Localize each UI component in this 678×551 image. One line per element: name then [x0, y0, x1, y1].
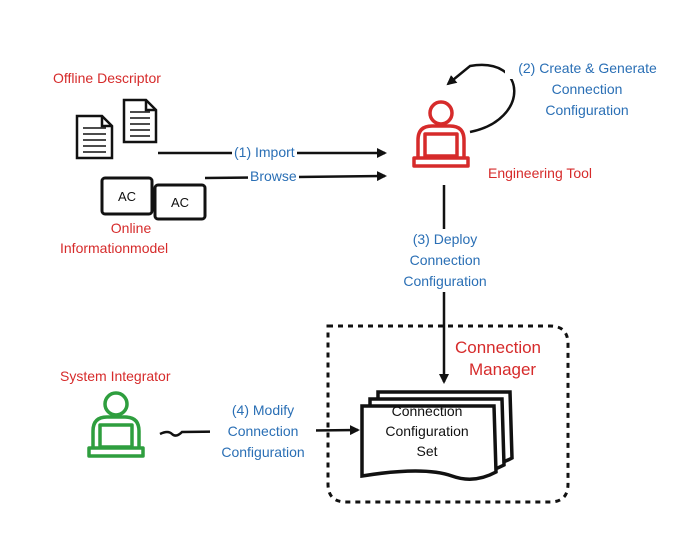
online-info-label-line2: Informationmodel	[60, 240, 169, 256]
step-deploy-label-line1: (3) Deploy	[392, 229, 498, 250]
offline-descriptor-label: Offline Descriptor	[53, 70, 161, 86]
step-create-label-line3: Configuration	[520, 100, 654, 121]
step-create-label-line2: Connection	[520, 79, 654, 100]
connection-manager-title-line2: Manager	[465, 360, 541, 380]
integrator-user-icon	[87, 391, 145, 458]
connection-manager-title-line1: Connection	[455, 338, 542, 357]
document-icon	[75, 114, 114, 160]
step-modify-label-line2: Connection	[210, 421, 316, 442]
create-loop-arrow	[446, 63, 516, 134]
ac-box-label: AC	[171, 195, 189, 210]
step-deploy-label-line3: Configuration	[392, 271, 498, 292]
config-set-shape	[360, 390, 514, 481]
step-import-label: (1) Import	[232, 142, 297, 163]
config-set-label-line1: Connection	[391, 403, 463, 419]
step-create-label-line1: (2) Create & Generate	[505, 58, 670, 79]
engineering-tool-label: Engineering Tool	[488, 165, 593, 181]
step-deploy-label-line2: Connection	[392, 250, 498, 271]
step-modify-label-line3: Configuration	[210, 442, 316, 463]
step-browse-label: Browse	[248, 166, 299, 187]
ac-box-label: AC	[118, 189, 136, 204]
online-info-label-line1: Online	[110, 220, 152, 236]
engineer-user-icon	[400, 92, 482, 182]
config-set-label-line3: Set	[416, 443, 438, 459]
document-icon	[122, 98, 158, 144]
config-set-label-line2: Configuration	[385, 423, 469, 439]
step-modify-label-line1: (4) Modify	[210, 400, 316, 421]
system-integrator-label: System Integrator	[60, 368, 171, 384]
ac-box-icon: AC	[100, 176, 154, 216]
ac-box-icon: AC	[153, 183, 207, 221]
modify-arrow	[159, 425, 360, 437]
